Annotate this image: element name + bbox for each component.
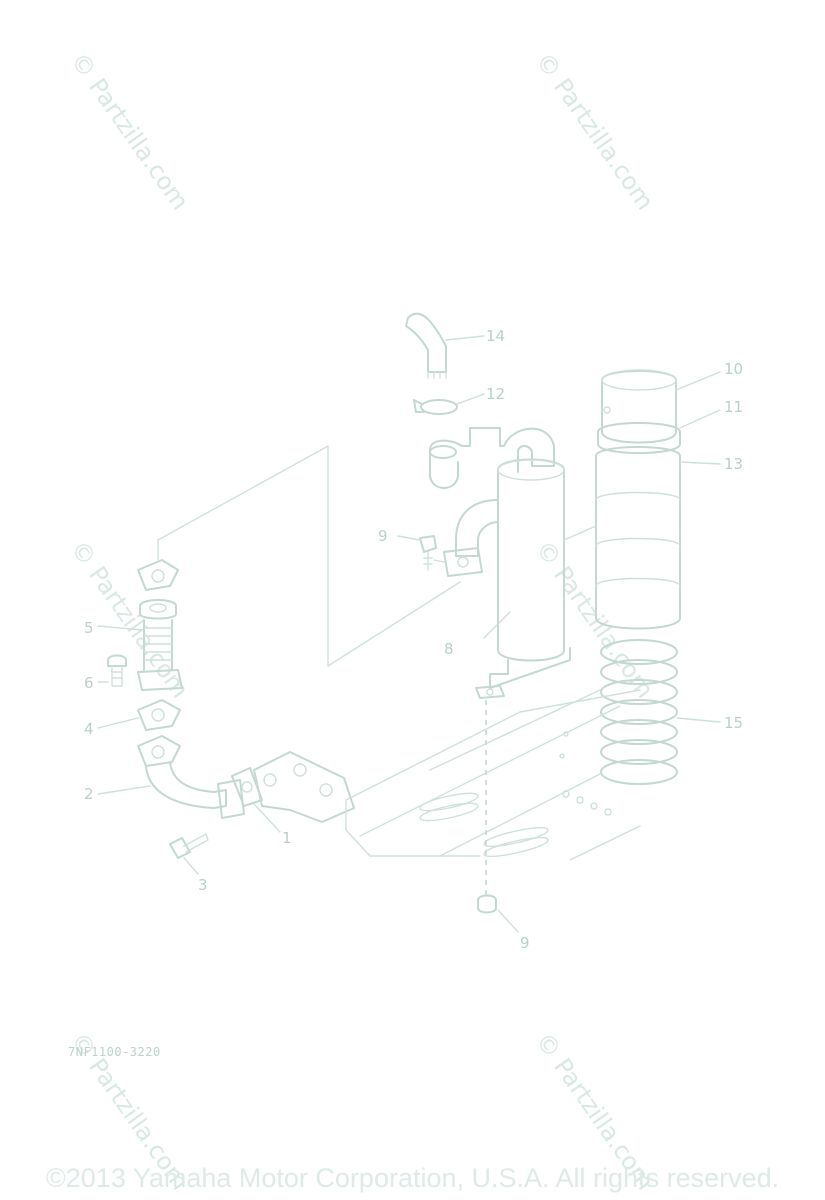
callout-5: 5 [84,619,94,637]
callout-group: 1 2 3 4 5 6 8 9 9 10 11 12 13 14 15 [84,327,743,952]
callout-3: 3 [198,876,208,894]
part-11-seal-ring [597,409,721,454]
callout-2: 2 [84,785,94,803]
callout-10: 10 [724,360,743,378]
callout-6: 6 [84,674,94,692]
part-2-exhaust-elbow [97,735,245,819]
connector-outline [157,445,597,667]
callout-13: 13 [724,455,743,473]
watermark-mid-right: © Partzilla.com [530,535,659,703]
callout-9-lower: 9 [520,934,530,952]
part-15-coil-spring [600,639,721,785]
callout-8: 8 [444,640,454,658]
callout-9-upper: 9 [378,527,388,545]
part-gasket-upper [137,539,179,591]
part-8-muffler [428,427,571,699]
diagram-reference-code: 7NF1100-3220 [68,1045,161,1059]
part-13-cover-body [595,446,721,630]
part-14-tail-pipe [405,312,485,379]
callout-14: 14 [486,327,505,345]
watermark-top-left: © Partzilla.com [65,47,194,215]
watermark-group: © Partzilla.com © Partzilla.com © Partzi… [65,47,659,1195]
part-9-lower-bolt [477,700,519,933]
callout-1: 1 [282,829,292,847]
part-9-upper-bolt [397,535,445,571]
callout-15: 15 [724,714,743,732]
callout-4: 4 [84,720,94,738]
part-3-bolt [169,833,209,875]
callout-11: 11 [724,398,743,416]
part-1-manifold-gasket [231,767,281,833]
part-4-gasket [97,699,181,731]
part-5-flex-joint [97,599,183,691]
part-12-clamp [413,393,485,415]
part-6-bolt [97,654,127,687]
part-10-cover-cap [601,369,721,444]
callout-12: 12 [486,385,505,403]
watermark-top-right: © Partzilla.com [530,47,659,215]
engine-block-outline [253,689,641,861]
copyright-notice: ©2013 Yamaha Motor Corporation, U.S.A. A… [45,1163,780,1193]
